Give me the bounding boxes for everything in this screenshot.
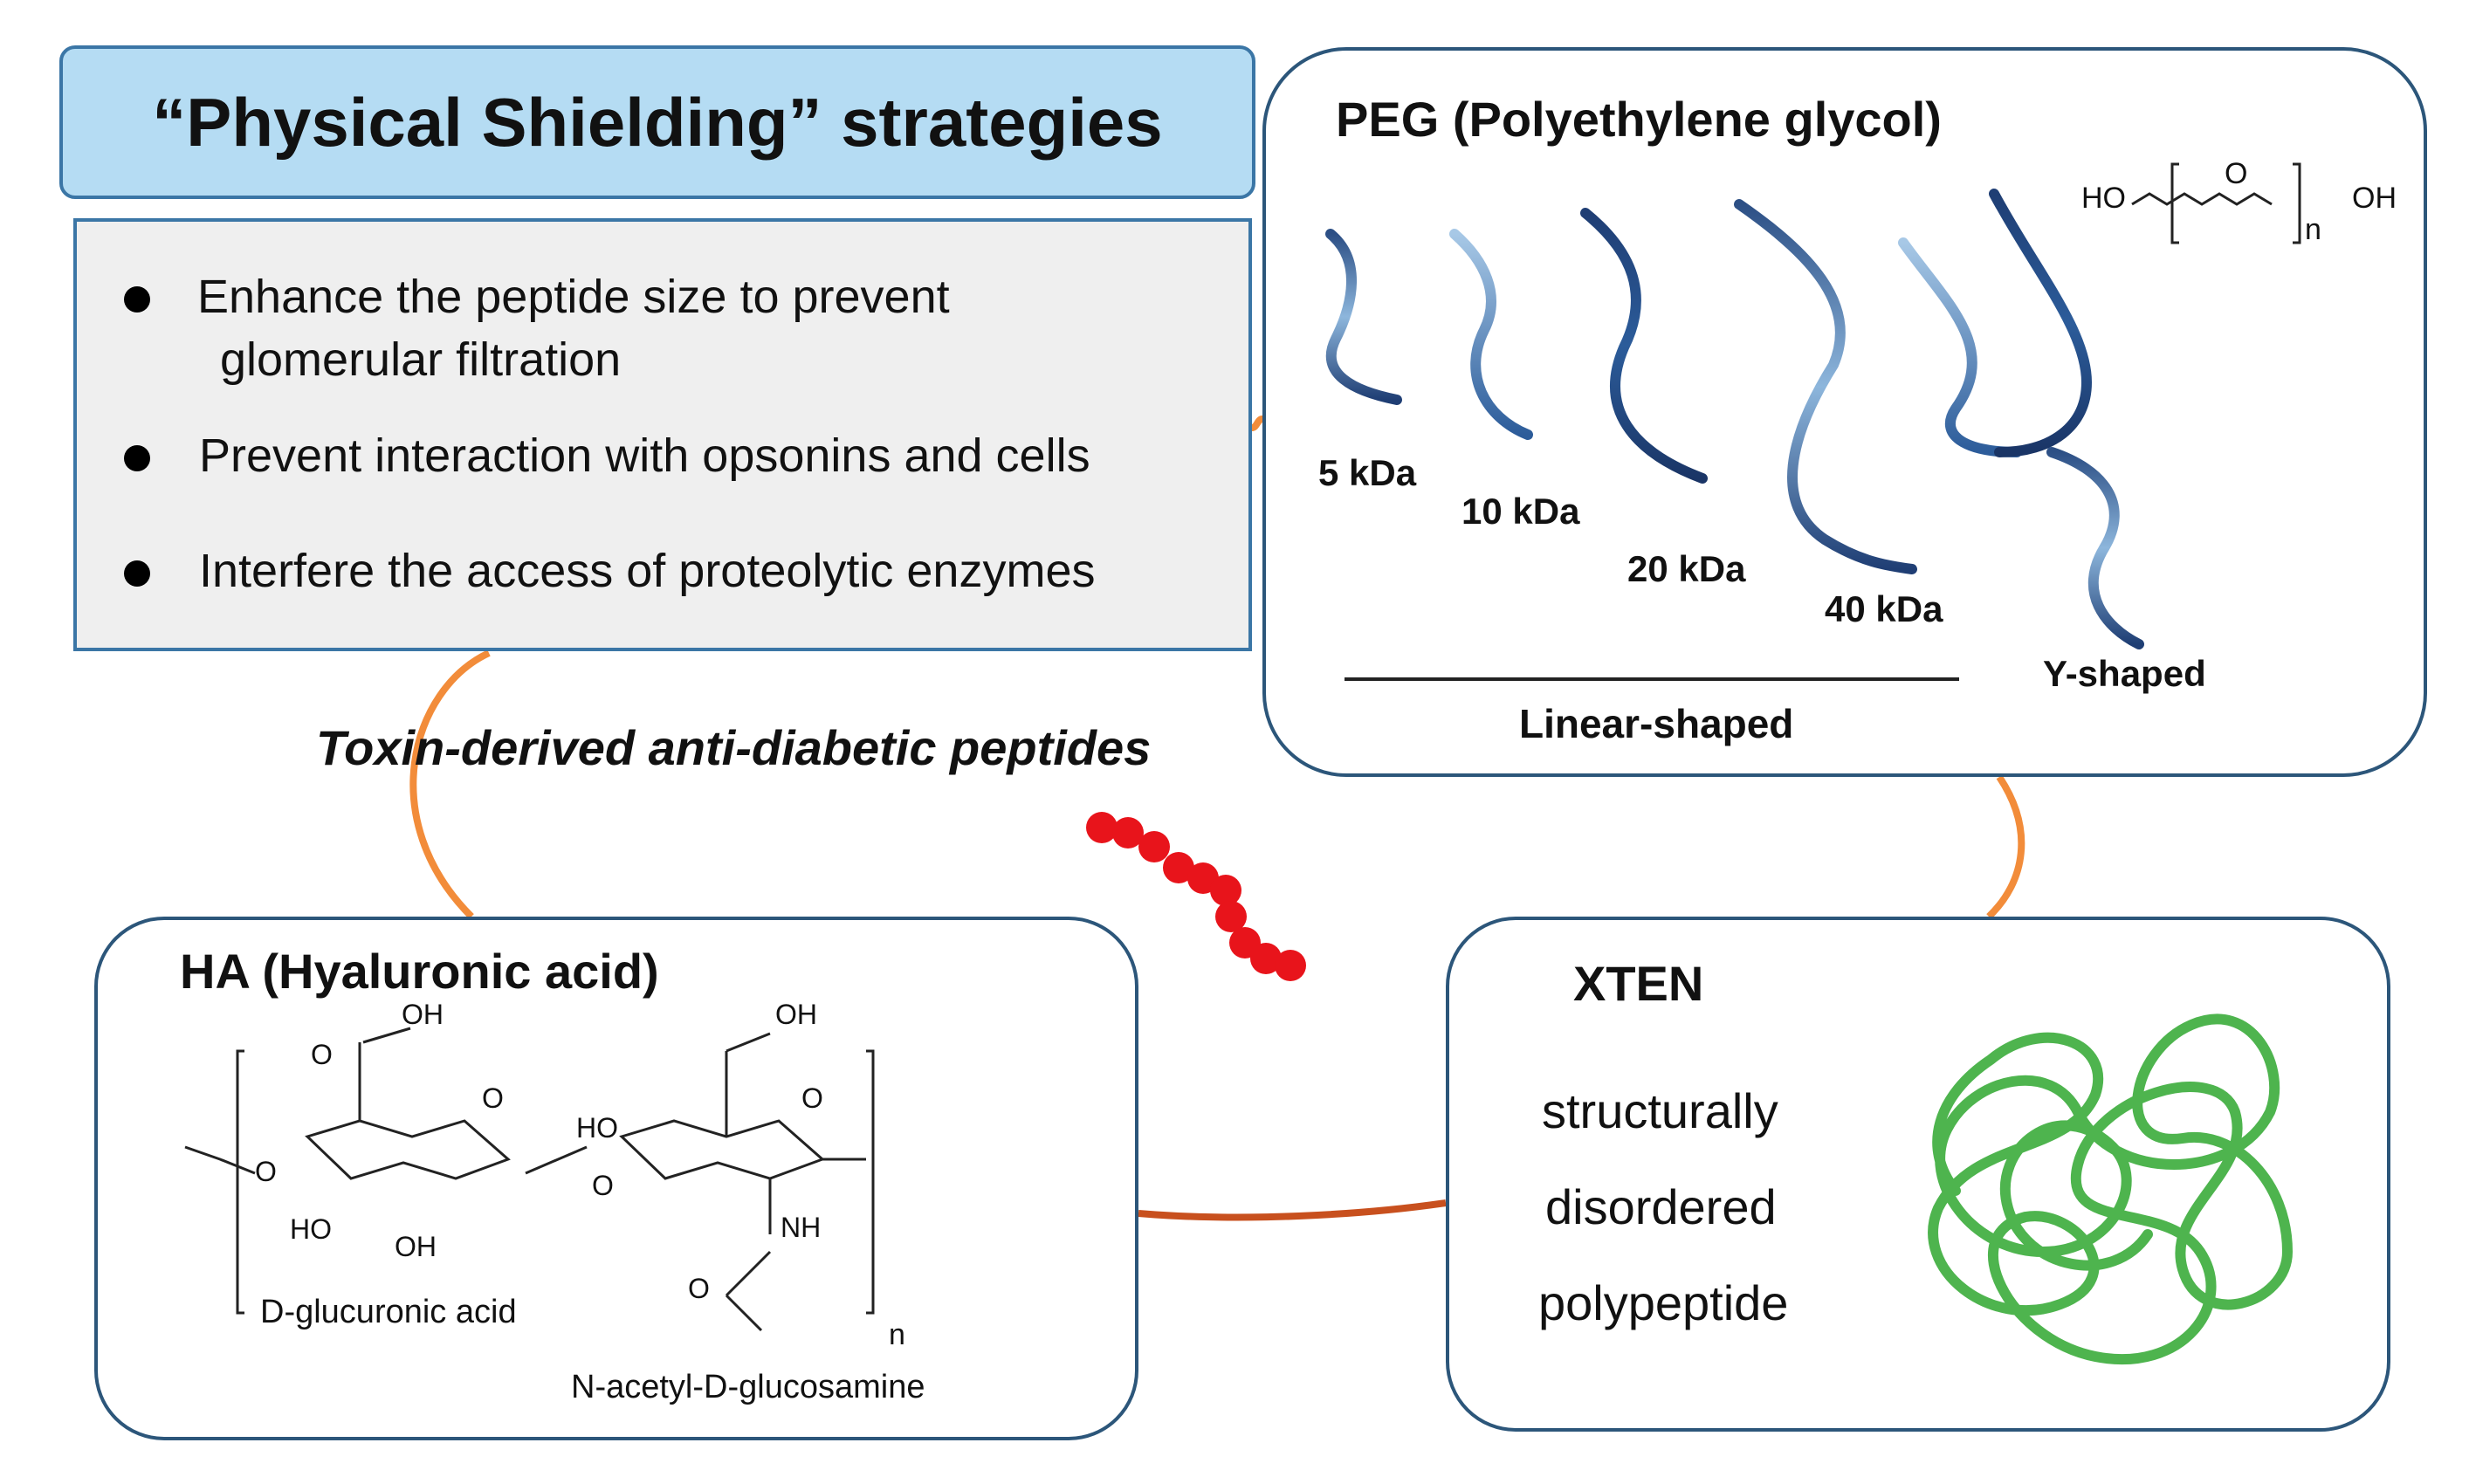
ha-structure xyxy=(184,1027,875,1332)
peg-title: PEG (Polyethylene glycol) xyxy=(1336,92,1942,147)
bullet-dot xyxy=(124,286,150,313)
ha-label-ho2: HO xyxy=(576,1112,618,1144)
peg-linear-label: Linear-shaped xyxy=(1519,701,1794,746)
bullet-1: Enhance the peptide size to prevent glom… xyxy=(197,265,950,391)
peg-20kda-label: 20 kDa xyxy=(1627,548,1746,589)
peg-y-chain-right xyxy=(1989,189,2093,457)
formula-ho: HO xyxy=(2081,182,2126,215)
center-label: Toxin-derived anti-diabetic peptides xyxy=(316,720,1152,775)
formula-n: n xyxy=(2305,213,2321,246)
peg-10kda-chain xyxy=(1449,229,1533,440)
connector-bottom xyxy=(1138,1199,1447,1221)
peg-40kda-label: 40 kDa xyxy=(1825,588,1943,629)
ha-label-oh-top: OH xyxy=(402,999,444,1030)
xten-desc-2: disordered xyxy=(1545,1179,1777,1234)
xten-panel: XTEN structurally disordered polypeptide xyxy=(1446,917,2390,1432)
strategies-title: “Physical Shielding” strategies xyxy=(152,83,1163,161)
peg-chains xyxy=(1325,162,2301,681)
ha-label-o-link1: O xyxy=(255,1156,277,1187)
ha-title: HA (Hyaluronic acid) xyxy=(180,944,659,999)
formula-oh: OH xyxy=(2352,182,2397,215)
bullet-dot xyxy=(124,445,150,471)
peptide-chain xyxy=(1086,812,1306,981)
ha-label-o-link2: O xyxy=(592,1170,614,1201)
bullet-3: Interfere the access of proteolytic enzy… xyxy=(199,545,1096,597)
strategies-title-box: “Physical Shielding” strategies xyxy=(59,45,1255,199)
ha-unit-glucuronic: D-glucuronic acid xyxy=(260,1294,517,1330)
peg-formula xyxy=(2131,162,2301,244)
peg-5kda-label: 5 kDa xyxy=(1318,452,1417,493)
ha-panel: HA (Hyaluronic acid) OH O O O HO OH O HO… xyxy=(94,917,1138,1440)
peg-20kda-chain xyxy=(1580,208,1708,484)
peg-y-label: Y-shaped xyxy=(2043,653,2206,694)
peg-40kda-chain xyxy=(1734,199,1917,574)
peg-10kda-label: 10 kDa xyxy=(1461,491,1580,532)
xten-title: XTEN xyxy=(1573,956,1704,1011)
ha-label-nh: NH xyxy=(781,1212,822,1243)
peg-panel: PEG (Polyethylene glycol) HO O xyxy=(1262,47,2427,777)
peg-5kda-chain xyxy=(1325,229,1402,405)
ha-unit-glucosamine: N-acetyl-D-glucosamine xyxy=(571,1369,925,1405)
ha-label-o-acetyl: O xyxy=(688,1273,710,1304)
ha-label-oh1: OH xyxy=(395,1231,437,1262)
ha-label-o-ring2: O xyxy=(801,1082,823,1114)
bullet-2: Prevent interaction with opsonins and ce… xyxy=(199,429,1090,482)
formula-o: O xyxy=(2225,157,2248,190)
xten-coil xyxy=(1928,1013,2293,1365)
xten-desc-1: structurally xyxy=(1542,1083,1778,1138)
ha-label-ho1: HO xyxy=(290,1213,332,1245)
ha-label-o-carbonyl: O xyxy=(311,1039,333,1070)
ha-label-o-ring1: O xyxy=(482,1082,504,1114)
xten-desc-3: polypeptide xyxy=(1538,1275,1789,1330)
bullet-1-line2: glomerular filtration xyxy=(220,333,622,386)
bullet-1-line1: Enhance the peptide size to prevent xyxy=(197,271,950,323)
bullet-dot xyxy=(124,560,150,587)
peg-y-chain-stem xyxy=(2046,447,2144,649)
connector-ring xyxy=(409,416,2025,919)
peg-y-chain-left xyxy=(1898,237,2022,457)
ha-label-oh2: OH xyxy=(775,999,817,1030)
ha-label-n: n xyxy=(889,1318,905,1351)
strategies-list: Enhance the peptide size to prevent glom… xyxy=(73,218,1252,651)
